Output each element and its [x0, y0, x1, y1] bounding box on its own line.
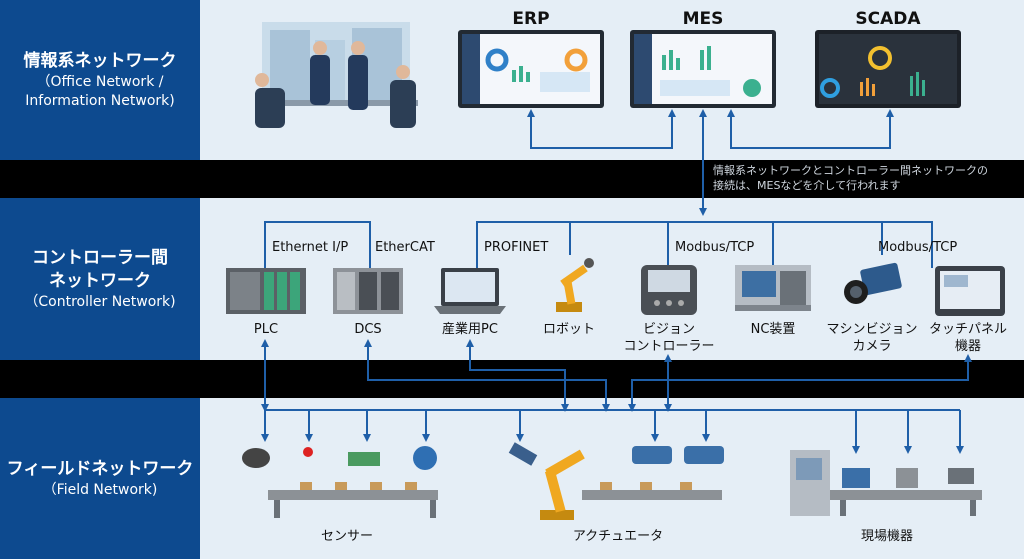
- scada-dashboard: [815, 30, 961, 108]
- controller-network-bus: [264, 221, 933, 268]
- separator-note: 情報系ネットワークとコントローラー間ネットワークの 接続は、MESなどを介して行…: [713, 163, 1013, 193]
- protocol-profinet: PROFINET: [484, 240, 548, 255]
- device-plc-label: PLC: [254, 322, 278, 337]
- controller-network-title-2: ネットワーク: [49, 270, 151, 291]
- protocol-modbus-tcp-1: Modbus/TCP: [675, 240, 754, 255]
- field-actuator-label: アクチュエータ: [573, 529, 663, 544]
- vision-controller-icon: [641, 265, 697, 315]
- field-equipment-illustration: [790, 450, 982, 516]
- device-nc-label: NC装置: [751, 322, 796, 337]
- actuator-group-illustration: [508, 442, 724, 520]
- mes-dashboard: [630, 30, 776, 108]
- device-vision-label-1: ビジョン: [643, 322, 695, 337]
- device-vision-label-2: コントローラー: [623, 339, 714, 354]
- info-network-links: [527, 109, 894, 216]
- robot-arm-icon: [556, 258, 594, 312]
- controller-network-subtitle: （Controller Network): [24, 293, 176, 310]
- info-network-title: 情報系ネットワーク: [23, 50, 177, 71]
- protocol-ethernet-ip: Ethernet I/P: [272, 240, 348, 255]
- machine-vision-camera-icon: [844, 262, 902, 304]
- touch-panel-icon: [935, 266, 1005, 316]
- field-network-subtitle: （Field Network): [42, 481, 158, 498]
- system-erp-label: ERP: [512, 9, 549, 29]
- field-network-bus: [261, 409, 964, 454]
- plc-icon: [226, 268, 306, 314]
- erp-dashboard: [458, 30, 604, 108]
- field-equipment-label: 現場機器: [861, 529, 913, 544]
- sensor-group-illustration: [242, 446, 438, 518]
- field-sensor-label: センサー: [321, 529, 373, 544]
- controller-network-label: コントローラー間 ネットワーク （Controller Network): [0, 198, 200, 360]
- info-network-label: 情報系ネットワーク （Office Network / Information …: [0, 0, 200, 160]
- separator-note-line-2: 接続は、MESなどを介して行われます: [713, 179, 901, 192]
- industrial-pc-icon: [434, 268, 506, 314]
- device-robot-label: ロボット: [543, 322, 595, 337]
- dcs-icon: [333, 268, 403, 314]
- info-network-subtitle-1: （Office Network /: [36, 73, 164, 90]
- device-camera-label-1: マシンビジョン: [826, 322, 917, 337]
- controller-network-title-1: コントローラー間: [32, 247, 168, 268]
- field-network-title: フィールドネットワーク: [6, 458, 194, 479]
- device-touch-panel-label-1: タッチパネル: [929, 322, 1007, 337]
- office-meeting-illustration: [255, 22, 418, 128]
- field-network-label: フィールドネットワーク （Field Network): [0, 398, 200, 559]
- device-touch-panel-label-2: 機器: [955, 339, 981, 354]
- protocol-modbus-tcp-2: Modbus/TCP: [878, 240, 957, 255]
- system-scada-label: SCADA: [855, 9, 921, 29]
- device-camera-label-2: カメラ: [852, 339, 891, 354]
- system-mes-label: MES: [683, 9, 724, 29]
- controller-field-links: [261, 339, 972, 412]
- info-network-subtitle-2: Information Network): [25, 92, 175, 109]
- nc-device-icon: [735, 265, 811, 311]
- device-industrial-pc-label: 産業用PC: [442, 321, 498, 337]
- separator-note-line-1: 情報系ネットワークとコントローラー間ネットワークの: [713, 164, 988, 177]
- device-dcs-label: DCS: [354, 322, 381, 337]
- protocol-ethercat: EtherCAT: [375, 240, 435, 255]
